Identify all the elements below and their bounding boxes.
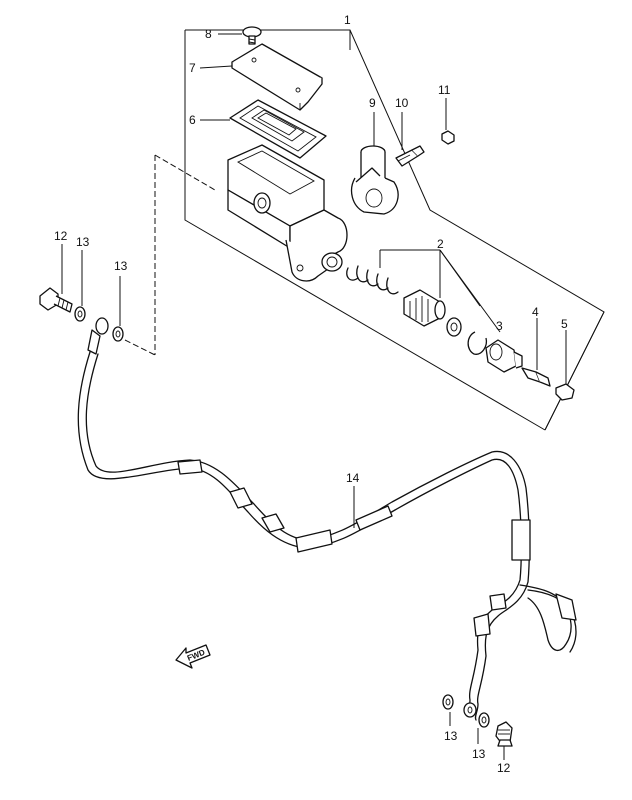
callout-14: 14 — [346, 471, 360, 485]
part-circlip-3 — [467, 331, 488, 355]
part-master-cylinder-body — [227, 144, 348, 282]
part-washer-13-bot-b — [477, 712, 490, 744]
callout-13-top-a: 13 — [76, 235, 90, 249]
callout-7: 7 — [189, 61, 196, 75]
part-reservoir-cap-7 — [199, 43, 323, 111]
callout-4: 4 — [532, 305, 539, 319]
callout-11: 11 — [438, 83, 451, 97]
part-pushrod-4 — [521, 318, 551, 387]
callout-9: 9 — [369, 96, 376, 110]
assembly-box-outline — [124, 29, 605, 431]
part-pushrod-joint-9 — [350, 112, 399, 215]
callout-13-top-b: 13 — [114, 259, 128, 273]
part-washer-13-bot-a — [442, 694, 454, 726]
part-washer-13-top-a — [74, 250, 86, 322]
callout-12-top: 12 — [54, 229, 68, 243]
part-nut-5 — [555, 330, 575, 401]
part-bolt-10 — [395, 112, 425, 167]
part-piston-kit-2 — [346, 249, 501, 337]
callout-1: 1 — [344, 13, 351, 27]
callout-13-bot-b: 13 — [472, 747, 486, 761]
callout-labels: 1 2 3 4 5 6 7 8 9 10 11 12 13 13 14 13 1… — [54, 13, 568, 775]
part-banjo-bolt-12-top — [39, 244, 73, 313]
callout-5: 5 — [561, 317, 568, 331]
callout-10: 10 — [395, 96, 409, 110]
callout-2: 2 — [437, 237, 444, 251]
part-nut-11 — [441, 98, 455, 145]
part-clutch-hose-14 — [77, 317, 577, 721]
callout-12-bot: 12 — [497, 761, 511, 775]
callout-13-bot-a: 13 — [444, 729, 458, 743]
callout-6: 6 — [189, 113, 196, 127]
part-diaphragm-6 — [200, 99, 327, 159]
part-screw-8 — [218, 26, 262, 45]
part-banjo-bolt-12-bot — [495, 721, 513, 760]
part-washer-13-top-b — [112, 276, 124, 342]
callout-3: 3 — [496, 319, 503, 333]
fwd-arrow-icon: FWD — [175, 644, 211, 669]
part-boot — [485, 339, 523, 373]
callout-8: 8 — [205, 27, 212, 41]
